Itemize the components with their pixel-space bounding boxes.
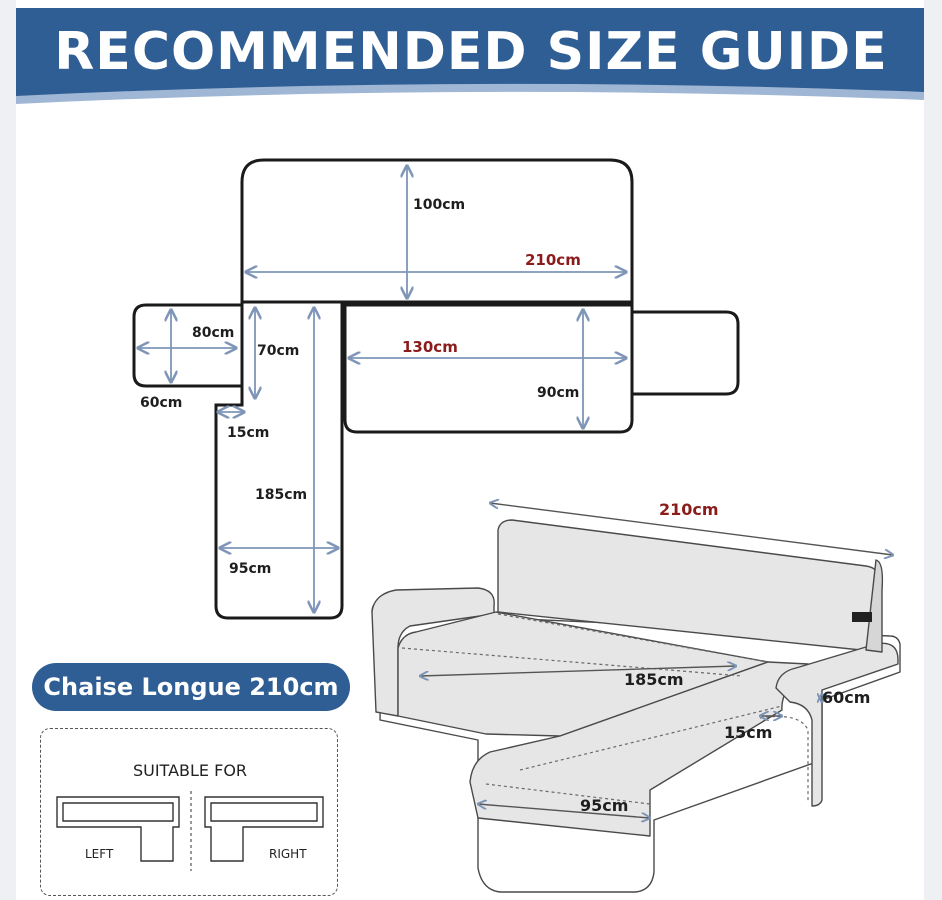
label-seat-depth: 90cm [537, 385, 579, 401]
left-label: LEFT [85, 847, 114, 861]
sofa-chaise-width-arrow [478, 804, 650, 818]
suitable-for-title: SUITABLE FOR [132, 761, 248, 780]
sofa-left-arm [371, 587, 495, 717]
label-arm-width: 60cm [140, 395, 182, 411]
label-sofa-arm-width: 60cm [822, 688, 870, 707]
label-sofa-gap: 15cm [724, 723, 772, 742]
model-badge: Chaise Longue 210cm [32, 663, 350, 711]
sofa-right-arm [775, 642, 899, 807]
left-orientation-icon [56, 796, 180, 862]
label-sofa-width: 210cm [659, 500, 719, 519]
sofa-3d [371, 519, 901, 893]
label-chaise-top: 70cm [257, 343, 299, 359]
right-orientation-icon [204, 796, 324, 862]
back-panel [240, 158, 634, 304]
label-chaise-width: 95cm [229, 561, 271, 577]
suitable-for-box: SUITABLE FOR LEFT RIGHT [40, 728, 338, 896]
label-tuck-gap: 15cm [227, 425, 269, 441]
label-seat-width: 130cm [402, 338, 458, 356]
label-sofa-chaise-width: 95cm [580, 796, 628, 815]
label-chaise-length: 185cm [255, 487, 307, 503]
label-sofa-chaise-length: 185cm [624, 670, 684, 689]
seat-panel [343, 303, 634, 434]
label-arm-length: 80cm [192, 325, 234, 341]
header-banner [16, 8, 924, 104]
sofa-width-arrow [490, 503, 893, 555]
page-title: RECOMMENDED SIZE GUIDE [54, 22, 888, 82]
orientation-icons [56, 791, 324, 871]
right-label: RIGHT [269, 847, 307, 861]
label-back-width: 210cm [525, 251, 581, 269]
label-back-depth: 100cm [413, 197, 465, 213]
sofa-chaise-length-arrow [420, 666, 736, 676]
right-arm-panel [630, 310, 740, 396]
left-arm-panel [132, 303, 244, 388]
